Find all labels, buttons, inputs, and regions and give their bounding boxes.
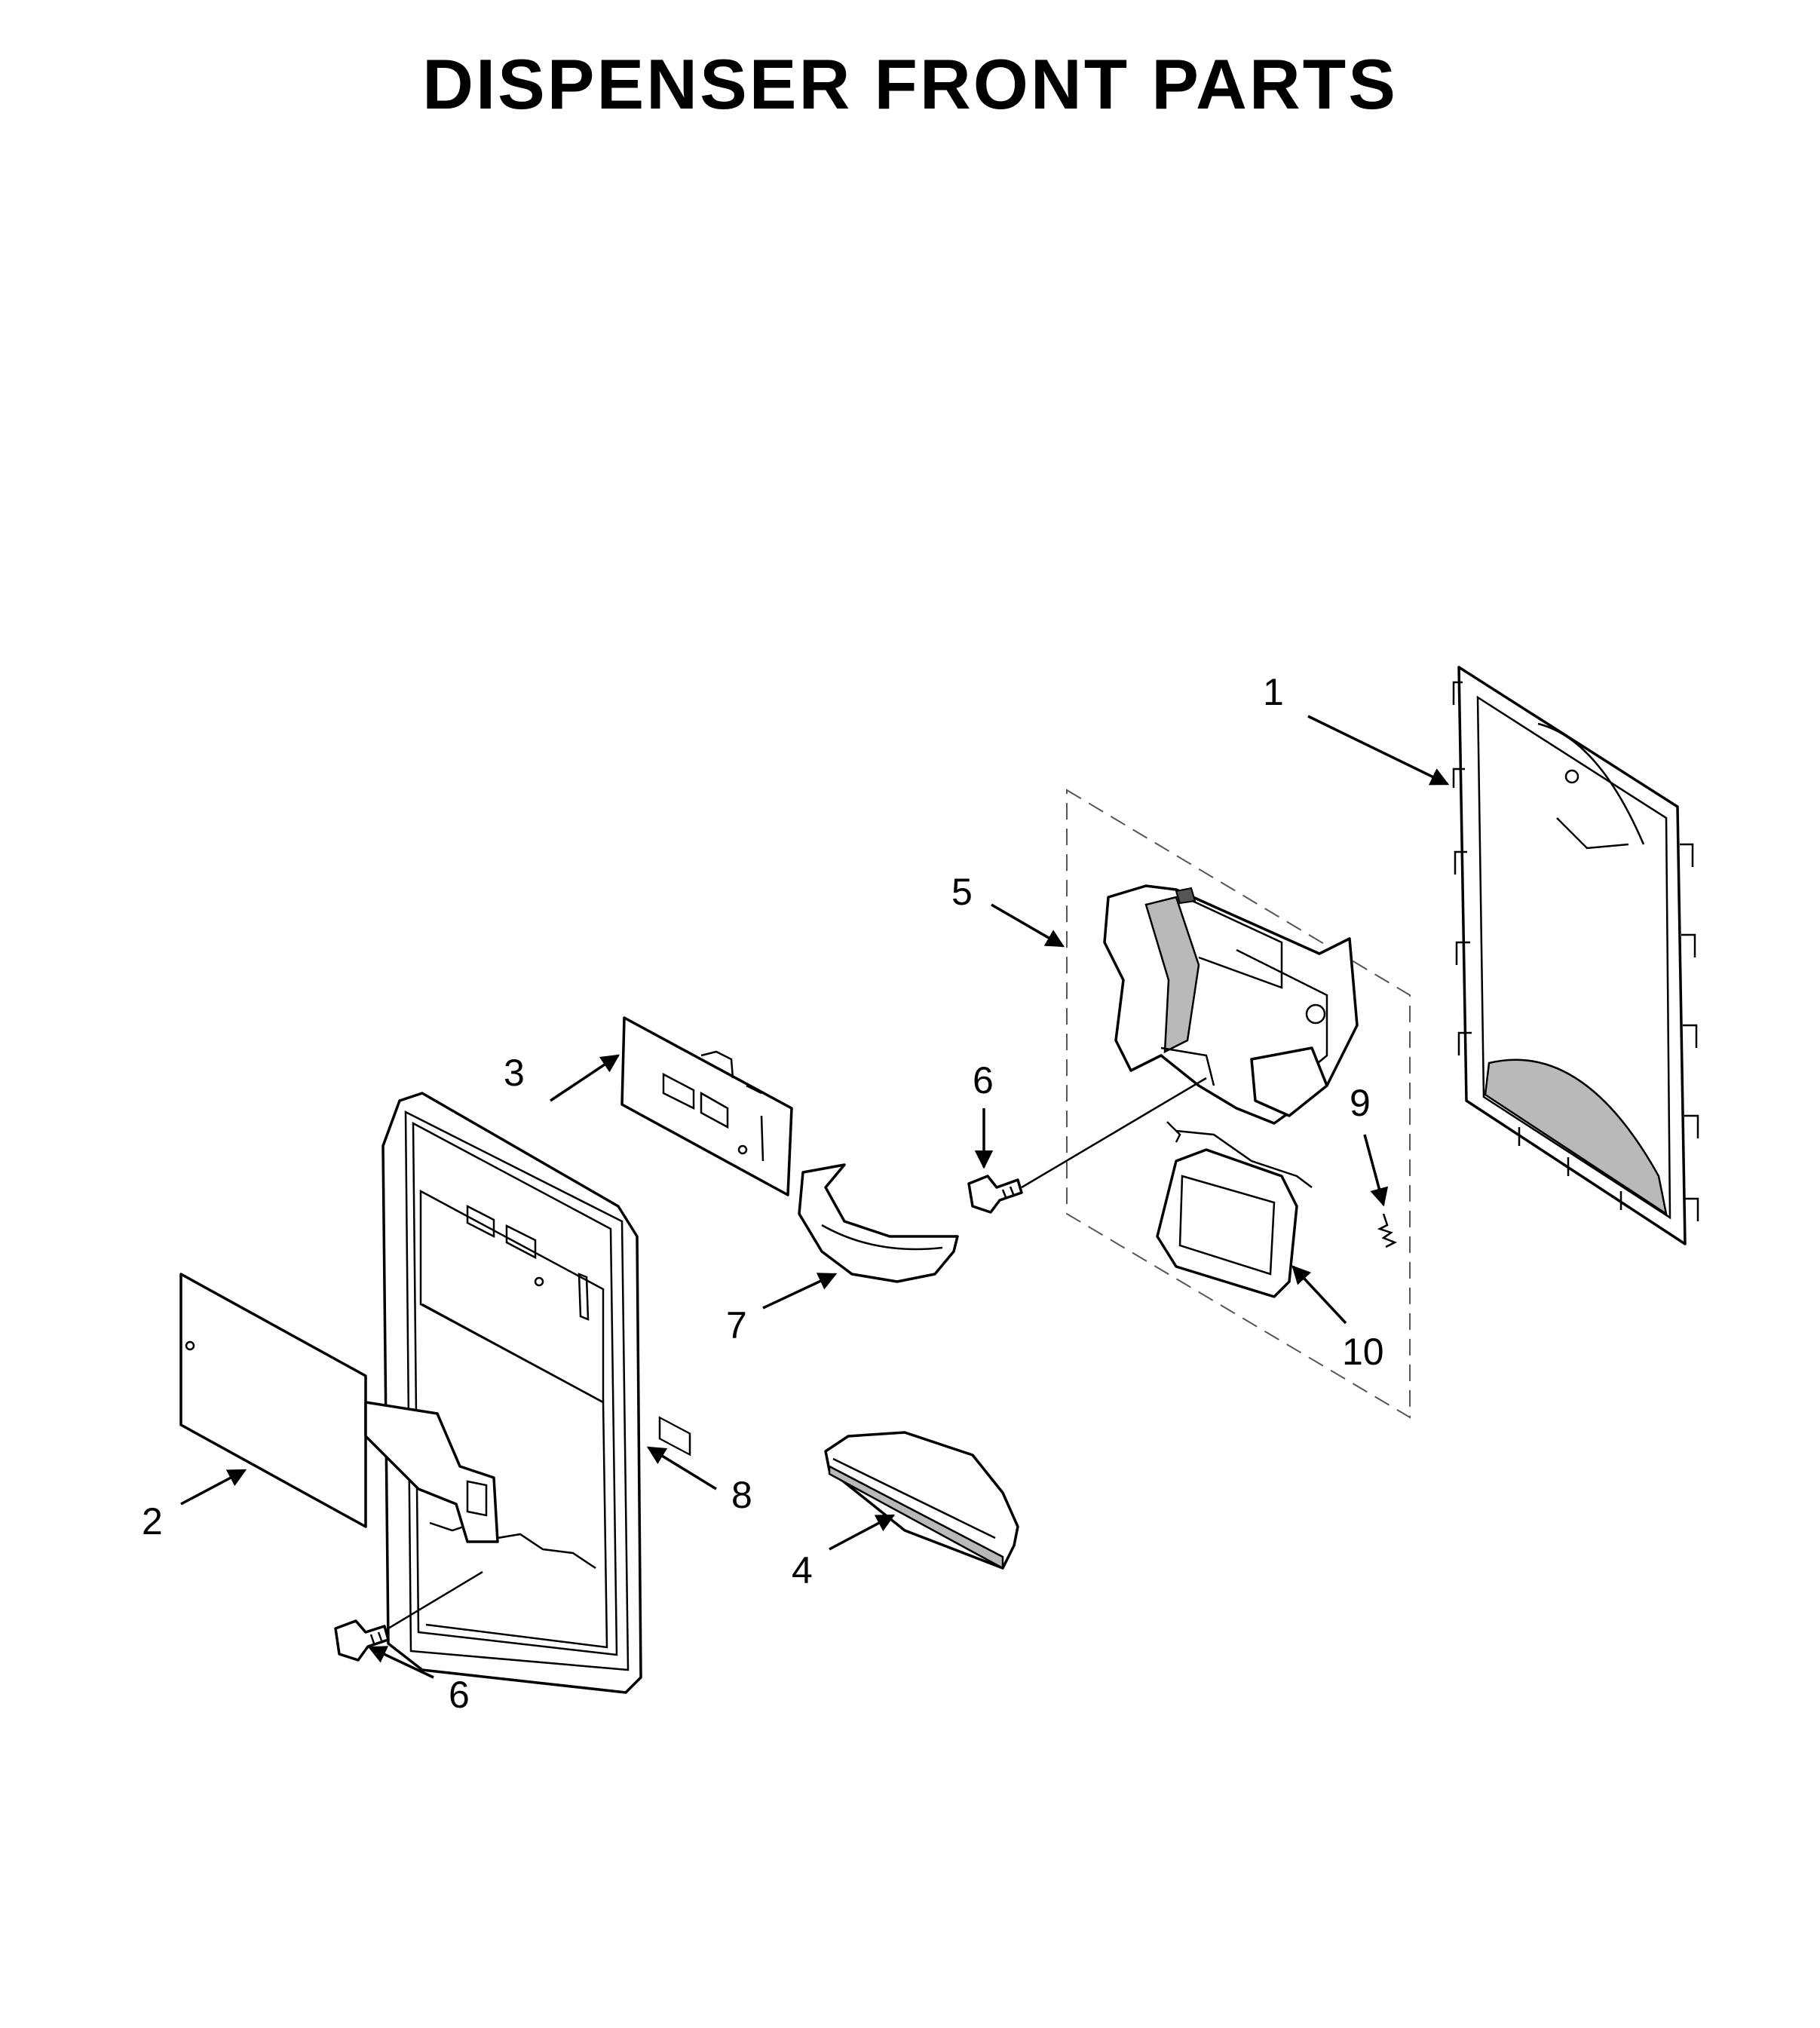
- arrow-10: [1291, 1265, 1347, 1325]
- callout-1: 1: [1263, 671, 1284, 713]
- callout-9: 9: [1350, 1082, 1371, 1124]
- part-10-dispenser-lever: [1156, 1121, 1313, 1298]
- arrow-9: [1363, 1134, 1389, 1207]
- callout-6-upper: 6: [973, 1059, 994, 1101]
- leader-arrows: [180, 715, 1450, 1679]
- part-6-screw-upper: [967, 1175, 1023, 1214]
- alignment-lines: [388, 1077, 1207, 1630]
- callout-3: 3: [504, 1052, 525, 1094]
- part-5-actuator-assembly: [1103, 884, 1359, 1125]
- callout-4: 4: [792, 1549, 813, 1591]
- part-4-drip-tray: [824, 1431, 1019, 1570]
- part-2-overlay: [179, 1273, 499, 1543]
- part-8-front-panel: [381, 1092, 642, 1694]
- arrow-4: [829, 1514, 896, 1551]
- diagram-title: DISPENSER FRONT PARTS: [422, 44, 1398, 124]
- assembly-dashed-outline: [1066, 789, 1411, 1419]
- callout-7: 7: [726, 1304, 747, 1346]
- callout-8: 8: [731, 1474, 752, 1516]
- callout-6-lower: 6: [449, 1674, 470, 1716]
- part-9-spring: [1377, 1213, 1398, 1248]
- callout-5: 5: [951, 871, 973, 913]
- arrow-8: [646, 1446, 717, 1490]
- arrow-7: [762, 1273, 838, 1310]
- part-6-screw-lower: [334, 1619, 390, 1662]
- part-7-lens: [798, 1163, 959, 1283]
- arrow-5: [991, 903, 1065, 948]
- part-1-dispenser-frame: [1452, 666, 1699, 1245]
- callout-10: 10: [1342, 1331, 1384, 1373]
- arrow-1: [1307, 715, 1450, 786]
- callout-2: 2: [142, 1500, 163, 1542]
- arrow-2: [180, 1469, 247, 1506]
- arrow-6-lower: [367, 1646, 434, 1679]
- arrow-3: [550, 1054, 620, 1102]
- callout-labels: 1 2 3 4 5 6 7 8 9 10 6: [142, 671, 1384, 1716]
- part-3-control-board: [620, 1016, 793, 1457]
